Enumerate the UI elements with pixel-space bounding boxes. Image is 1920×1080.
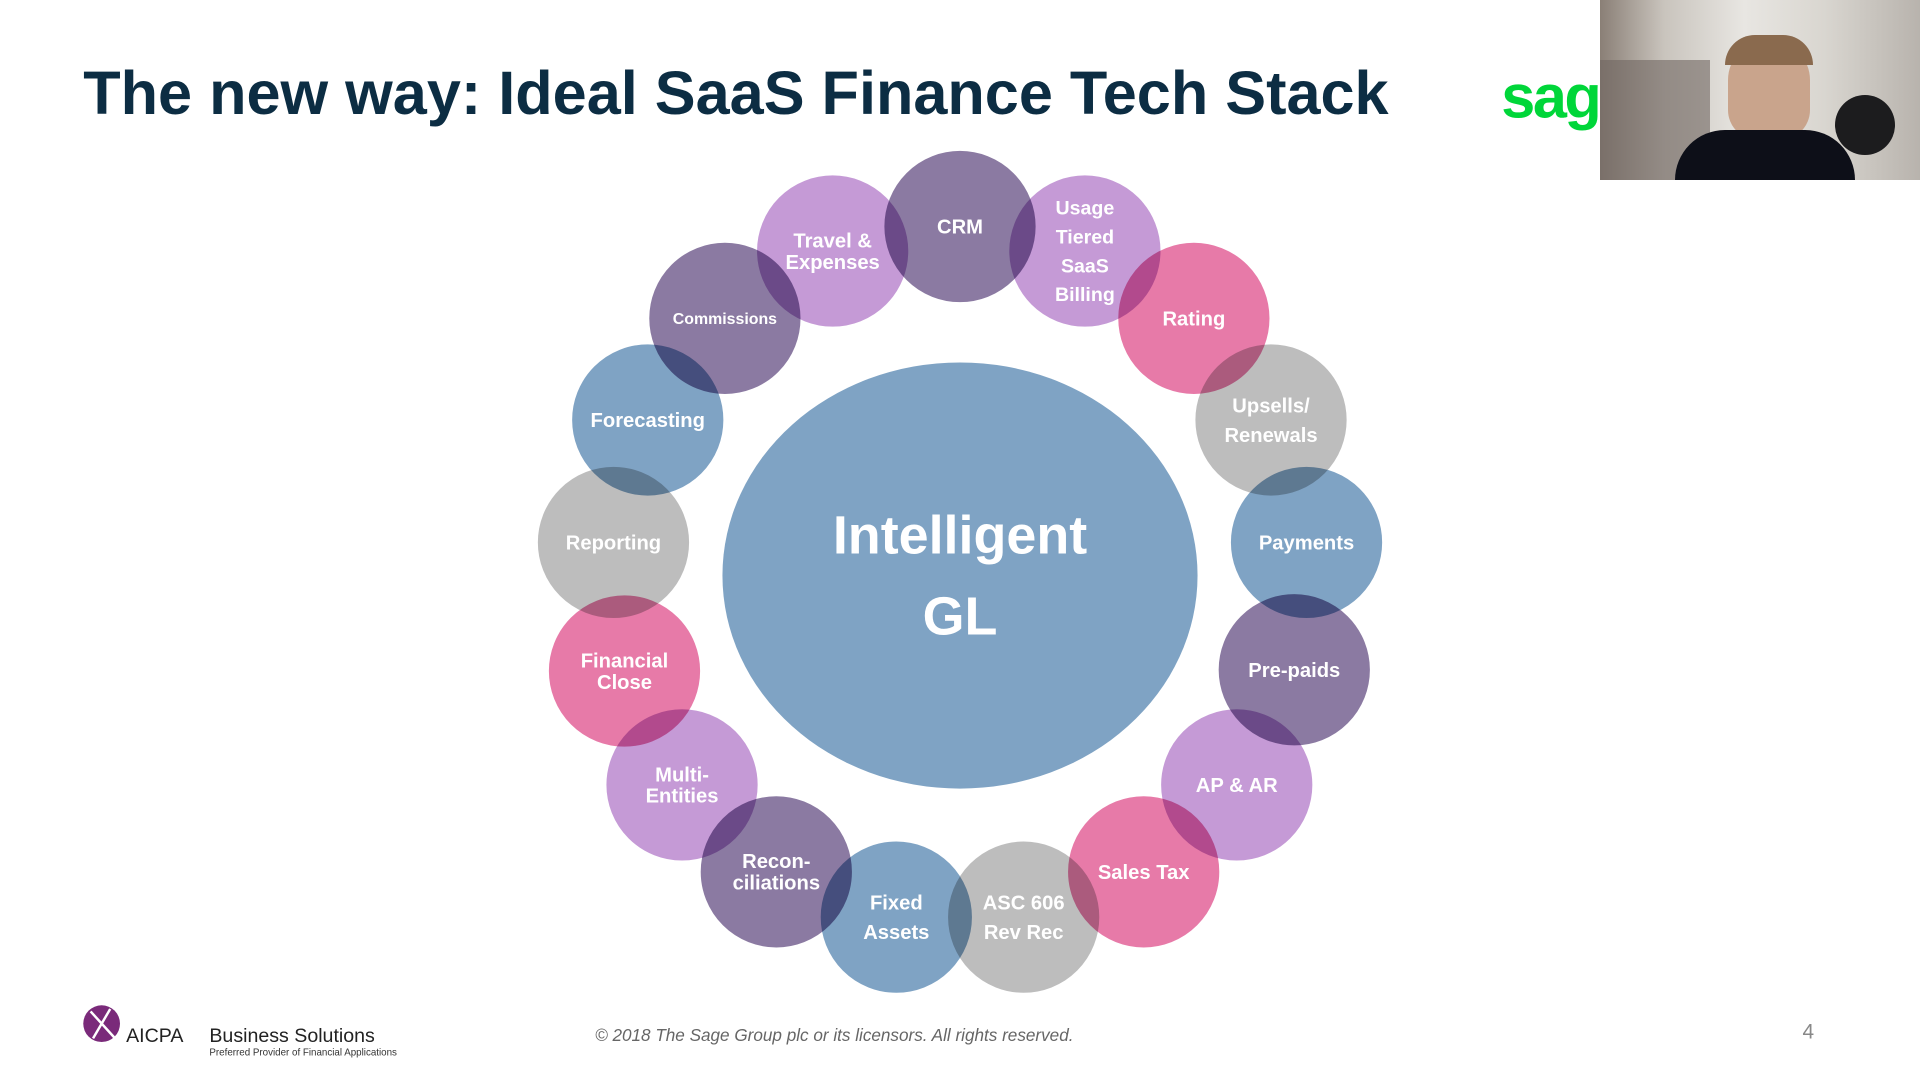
bubble-label: Recon- — [742, 851, 810, 873]
slide-title: The new way: Ideal SaaS Finance Tech Sta… — [83, 59, 1389, 127]
bubble-label: Assets — [863, 922, 929, 944]
bubble-label: Rev Rec — [984, 922, 1064, 944]
bubble-label: ciliations — [733, 873, 821, 895]
bubble-circle — [945, 838, 1103, 996]
bubble-label: Sales Tax — [1098, 862, 1190, 884]
bubble-label: Travel & — [793, 230, 872, 252]
bubble-label: ASC 606 — [983, 893, 1065, 915]
bubble-label: Multi- — [655, 764, 709, 786]
bubble-label: Close — [597, 672, 652, 694]
bubble-travel-expenses: Travel &Expenses — [753, 172, 912, 330]
bubble-payments: Payments — [1227, 463, 1386, 622]
bubble-pre-paids: Pre-paids — [1215, 591, 1373, 749]
bubble-label: Fixed — [870, 893, 923, 915]
bubble-label: Expenses — [786, 252, 880, 274]
page-number: 4 — [1802, 1020, 1814, 1043]
bubble-label: Entities — [646, 786, 719, 808]
bubble-label: Renewals — [1224, 425, 1317, 447]
bubble-label: Tiered — [1056, 226, 1114, 248]
bubble-recon-ciliations: Recon-ciliations — [697, 793, 855, 951]
business-solutions-text: Business Solutions — [209, 1025, 375, 1047]
aicpa-text: AICPA — [126, 1025, 184, 1047]
webcam-video-feed — [1600, 0, 1920, 180]
bubble-forecasting: Forecasting — [569, 341, 727, 499]
bubble-label: Payments — [1259, 533, 1354, 555]
bubble-label: AP & AR — [1196, 775, 1278, 797]
bubble-label: Reporting — [566, 533, 661, 555]
center-label-line-1: Intelligent — [833, 505, 1087, 565]
bubble-upsells-renewals: Upsells/Renewals — [1192, 341, 1350, 499]
bubble-label: Billing — [1055, 284, 1115, 306]
bubble-label: CRM — [937, 217, 983, 239]
aicpa-logo — [83, 1005, 120, 1043]
center-label-line-2: GL — [923, 586, 998, 646]
bubble-label: Pre-paids — [1248, 660, 1340, 682]
copyright-text: © 2018 The Sage Group plc or its licenso… — [595, 1025, 1073, 1045]
bubble-label: Upsells/ — [1232, 395, 1310, 417]
bubble-label: Commissions — [673, 311, 777, 328]
intelligent-gl-center — [722, 362, 1198, 789]
bubble-label: Forecasting — [591, 410, 705, 432]
bubble-label: Usage — [1056, 198, 1115, 220]
bubble-sales-tax: Sales Tax — [1065, 793, 1223, 951]
tagline-text: Preferred Provider of Financial Applicat… — [209, 1048, 397, 1059]
bubble-label: Rating — [1162, 308, 1225, 330]
bubble-label: Financial — [581, 650, 669, 672]
bubble-label: SaaS — [1061, 255, 1109, 277]
